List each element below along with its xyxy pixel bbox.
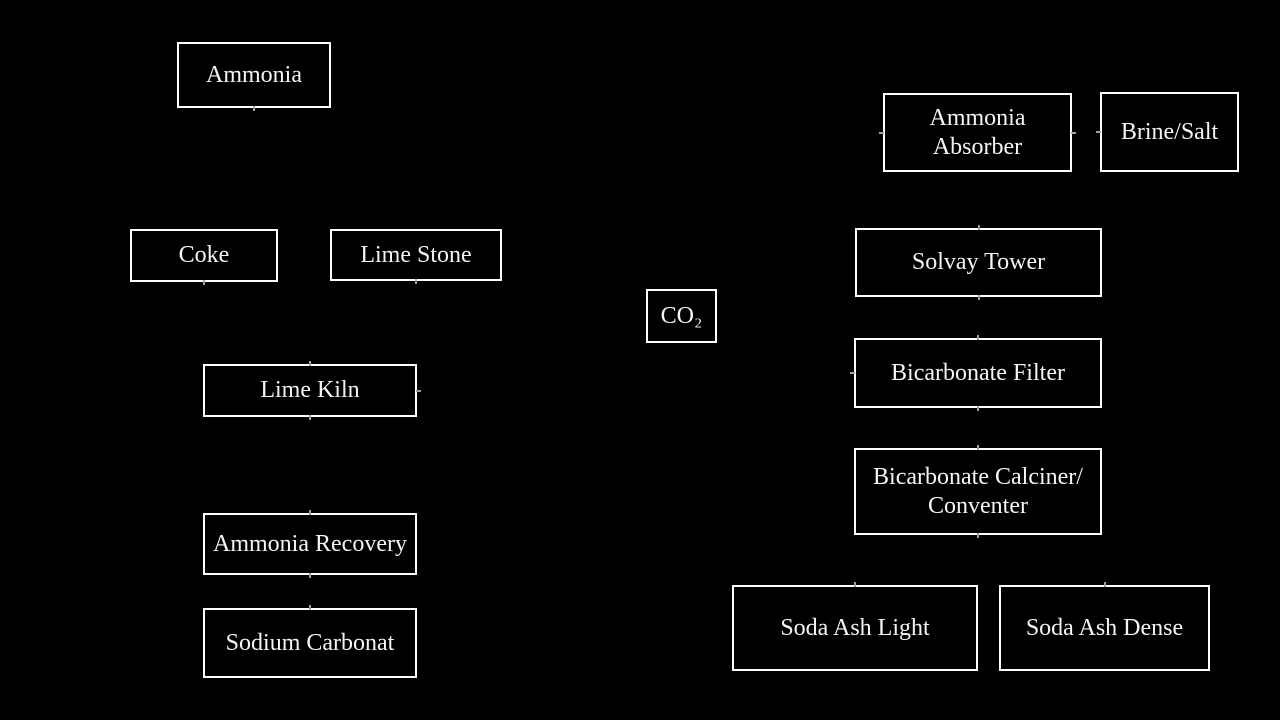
connector-stub-top bbox=[309, 605, 311, 610]
connector-stub-top bbox=[1103, 582, 1106, 587]
node-label-coke: Coke bbox=[178, 242, 230, 269]
connector-stub-right bbox=[1071, 131, 1076, 134]
connector-stub-bottom bbox=[203, 280, 205, 285]
node-coke[interactable]: Coke bbox=[130, 229, 278, 285]
node-label-brine-salt: Brine/Salt bbox=[1120, 118, 1219, 145]
node-label-lime-stone: Lime Stone bbox=[360, 241, 472, 268]
node-label-soda-ash-dense: Soda Ash Dense bbox=[1025, 614, 1184, 641]
node-sodium-carbonat[interactable]: Sodium Carbonat bbox=[203, 605, 417, 678]
node-brine-salt[interactable]: Brine/Salt bbox=[1096, 92, 1239, 172]
connector-stub-bottom bbox=[309, 573, 311, 578]
node-label-bicarbonate-calciner: Bicarbonate Calciner/ Conventer bbox=[873, 463, 1083, 519]
connector-stub-left bbox=[879, 131, 884, 134]
node-ammonia-absorber[interactable]: Ammonia Absorber bbox=[879, 93, 1076, 172]
connector-stub-right bbox=[416, 389, 421, 392]
connector-stub-left bbox=[1096, 131, 1101, 133]
connector-stub-left bbox=[850, 372, 855, 374]
connector-stub-top bbox=[977, 225, 980, 230]
node-label-ammonia-absorber: Ammonia Absorber bbox=[929, 104, 1026, 160]
connector-stub-top bbox=[854, 582, 856, 587]
connector-stub-bottom bbox=[415, 279, 417, 284]
node-soda-ash-dense[interactable]: Soda Ash Dense bbox=[999, 582, 1210, 671]
connector-stub-top bbox=[309, 361, 311, 366]
connector-stub-bottom bbox=[977, 406, 979, 411]
connector-stub-top bbox=[977, 335, 979, 340]
node-lime-kiln[interactable]: Lime Kiln bbox=[203, 361, 421, 420]
node-label-ammonia-recovery: Ammonia Recovery bbox=[213, 530, 407, 557]
node-label-ammonia: Ammonia bbox=[206, 61, 302, 88]
node-label-lime-kiln: Lime Kiln bbox=[260, 377, 360, 404]
node-solvay-tower[interactable]: Solvay Tower bbox=[855, 225, 1102, 300]
node-bicarbonate-filter[interactable]: Bicarbonate Filter bbox=[850, 335, 1102, 411]
node-ammonia-recovery[interactable]: Ammonia Recovery bbox=[203, 510, 417, 578]
node-bicarbonate-calciner[interactable]: Bicarbonate Calciner/ Conventer bbox=[854, 445, 1102, 538]
node-label-bicarbonate-filter: Bicarbonate Filter bbox=[891, 359, 1065, 386]
connector-stub-bottom bbox=[977, 295, 980, 300]
node-ammonia[interactable]: Ammonia bbox=[177, 42, 331, 111]
connector-stub-top bbox=[977, 445, 979, 450]
node-lime-stone[interactable]: Lime Stone bbox=[330, 229, 502, 284]
connector-stub-bottom bbox=[977, 533, 979, 538]
node-label-soda-ash-light: Soda Ash Light bbox=[780, 614, 930, 641]
connector-stub-bottom bbox=[253, 106, 255, 111]
node-label-co2: CO₂ bbox=[660, 302, 703, 329]
connector-stub-bottom bbox=[309, 415, 311, 420]
node-label-sodium-carbonat: Sodium Carbonat bbox=[225, 629, 395, 656]
node-soda-ash-light[interactable]: Soda Ash Light bbox=[732, 582, 978, 671]
connector-stub-top bbox=[309, 510, 311, 515]
node-label-solvay-tower: Solvay Tower bbox=[911, 249, 1046, 276]
node-co2[interactable]: CO₂ bbox=[646, 289, 717, 343]
